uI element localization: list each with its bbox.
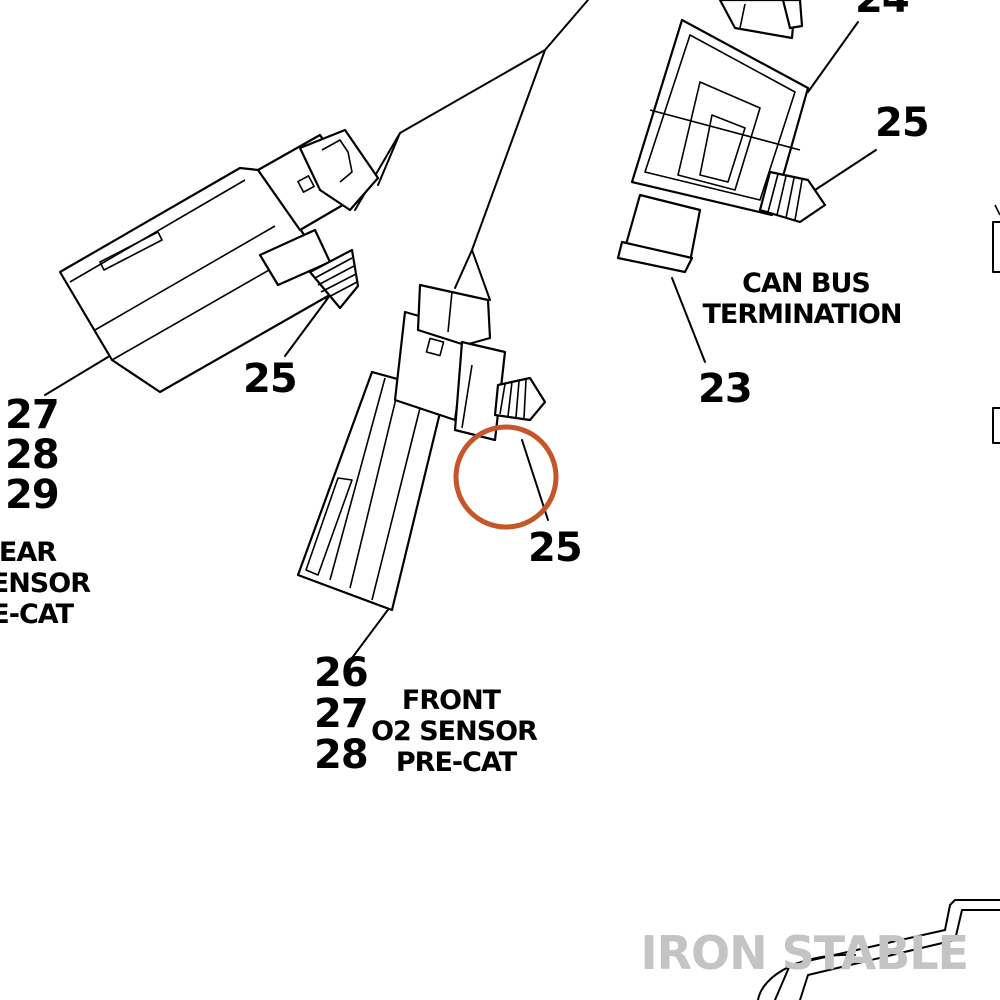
rear-num-2: 28	[5, 432, 59, 478]
rear-num-3: 29	[5, 472, 59, 518]
rear-caption-line-3: RE-CAT	[0, 599, 75, 630]
rear-num-1: 27	[5, 392, 59, 438]
callout-23: 23	[698, 366, 752, 412]
can-bus-termination-connector	[616, 0, 827, 274]
front-sensor-connector	[296, 283, 547, 612]
front-caption-line-2: O2 SENSOR	[371, 716, 538, 747]
front-caption-line-3: PRE-CAT	[396, 747, 518, 778]
front-num-2: 27	[314, 691, 368, 737]
can-bus-caption-line-1: CAN BUS	[742, 268, 870, 299]
callout-25-left: 25	[243, 356, 297, 402]
can-bus-caption-line-2: TERMINATION	[703, 299, 902, 330]
front-caption-line-1: FRONT	[402, 685, 502, 716]
highlight-circle	[453, 424, 559, 530]
front-num-3: 28	[314, 732, 368, 778]
housing-bottom-right	[757, 899, 1000, 1000]
fastener-center	[493, 376, 547, 422]
callout-25-top-right: 25	[875, 100, 929, 146]
fastener-left	[308, 248, 360, 310]
front-num-1: 26	[314, 650, 368, 696]
rear-caption-line-1: REAR	[0, 537, 57, 568]
leader-lines	[44, 0, 877, 659]
callout-25-center: 25	[528, 525, 582, 571]
callout-24: 24	[855, 0, 909, 22]
fastener-top-right	[758, 170, 827, 224]
partial-part-right	[992, 204, 1000, 444]
rear-sensor-connector	[58, 128, 380, 394]
rear-caption-line-2: SENSOR	[0, 568, 91, 599]
watermark: IRON STABLE	[641, 926, 969, 980]
